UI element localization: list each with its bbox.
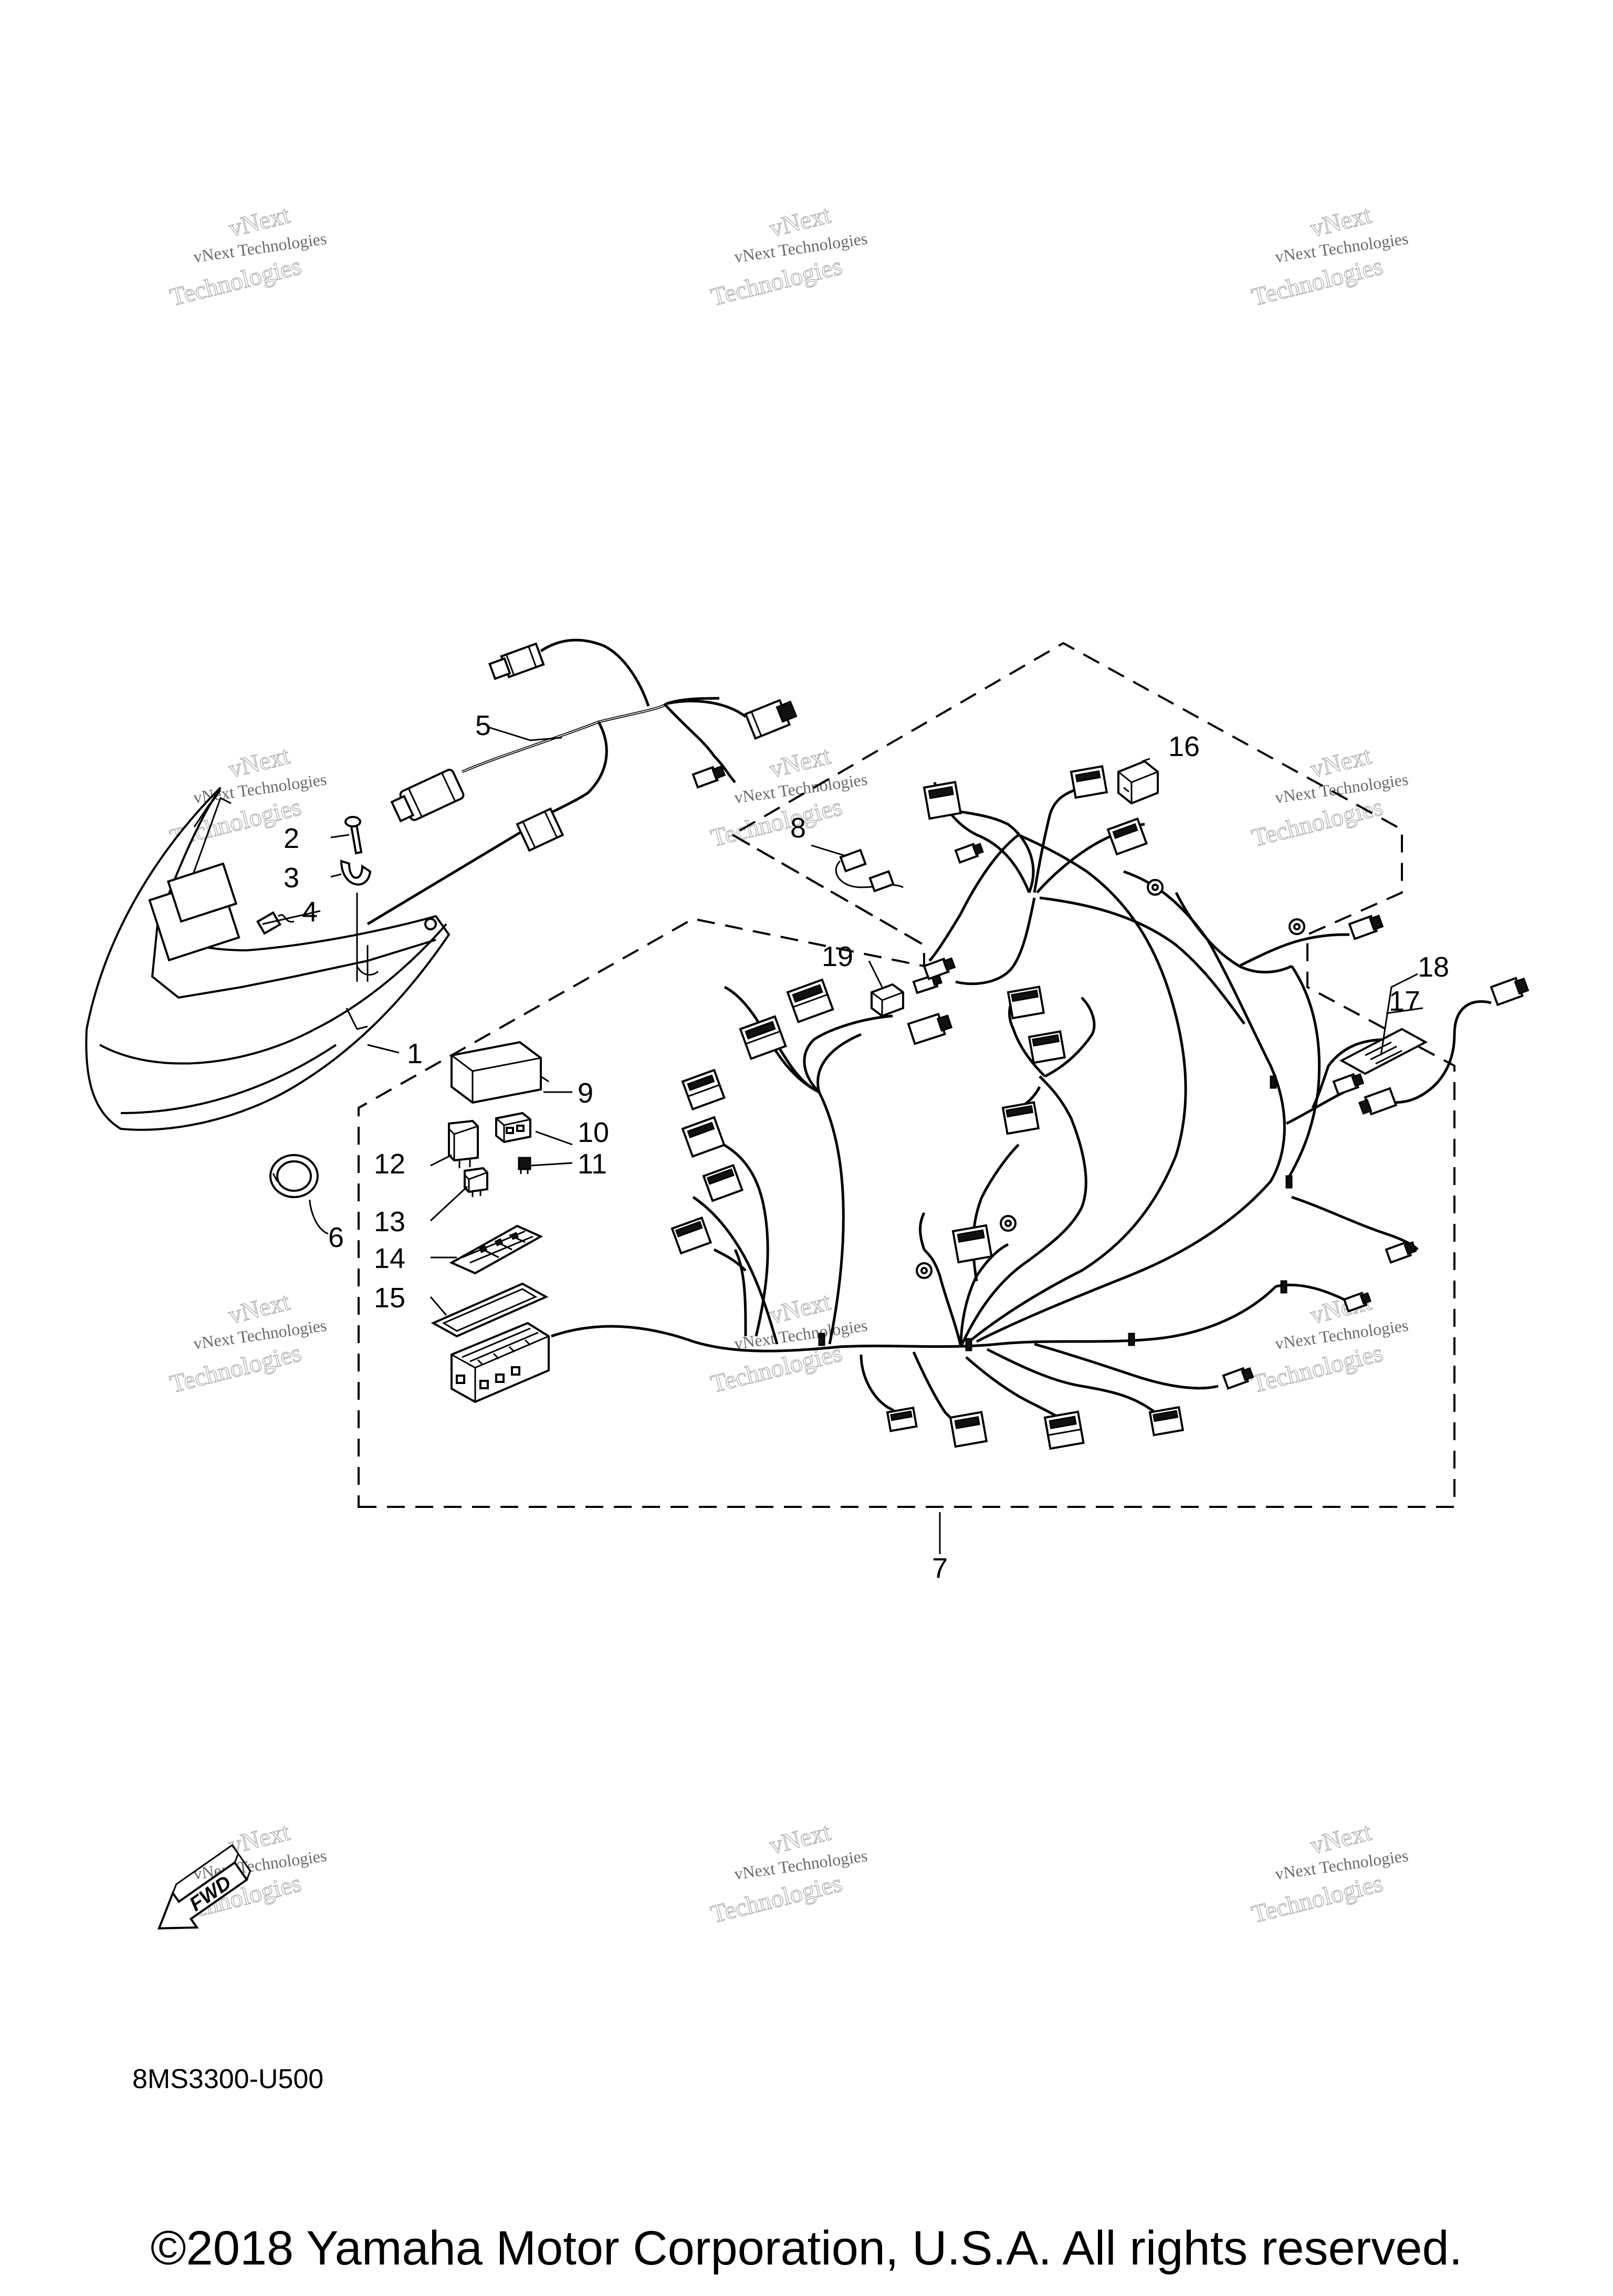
fuse-box-gasket	[431, 1282, 549, 1338]
sub-harness	[366, 638, 798, 926]
headlight-assembly	[85, 787, 451, 1131]
diagram-code: 8MS3300-U500	[132, 2064, 324, 2094]
watermark-text-large: Technologies	[1249, 1339, 1386, 1398]
callout-11: 11	[578, 1148, 607, 1180]
watermark-text-large: Technologies	[708, 252, 845, 311]
coupler	[1117, 760, 1159, 805]
callout-1: 1	[407, 1038, 423, 1070]
clamp	[340, 859, 372, 982]
caution-label	[1339, 1028, 1428, 1075]
callout-2: 2	[284, 823, 299, 854]
callout-6: 6	[328, 1222, 344, 1253]
group-outline-sub-harness	[732, 834, 925, 946]
test-coupler	[871, 983, 904, 1018]
watermark: Technologies vNext vNext Technologies	[708, 200, 869, 311]
watermark: Technologies vNext vNext Technologies	[167, 200, 328, 311]
watermark: Technologies vNext vNext Technologies	[708, 1817, 869, 1928]
watermark: Technologies vNext vNext Technologies	[1249, 1287, 1410, 1398]
watermark-group: Technologies vNext vNext Technologies Te…	[167, 200, 1410, 1928]
lead-wire	[1358, 977, 1530, 1116]
callout-13: 13	[374, 1206, 405, 1238]
relay-large	[448, 1119, 479, 1168]
callout-17: 17	[1389, 986, 1420, 1017]
bolt	[344, 816, 363, 855]
callout-15: 15	[374, 1282, 405, 1314]
small-connector	[256, 911, 295, 935]
callout-5: 5	[475, 710, 491, 741]
fuse-holder-plate	[449, 1224, 543, 1275]
callout-8: 8	[790, 812, 806, 844]
callout-18: 18	[1418, 951, 1449, 983]
watermark-text-large: Technologies	[1249, 1869, 1386, 1928]
joint-connector	[835, 848, 904, 893]
watermark-text-large: Technologies	[708, 1869, 845, 1928]
callout-19: 19	[822, 941, 853, 972]
relay-mini	[464, 1167, 488, 1197]
relay-small	[495, 1112, 531, 1144]
watermark-text-large: Technologies	[167, 252, 304, 311]
callout-10: 10	[578, 1117, 609, 1148]
callout-7: 7	[932, 1553, 948, 1584]
main-wire-harness	[551, 765, 1419, 1450]
watermark: Technologies vNext vNext Technologies	[708, 1287, 869, 1398]
fuse-box-lid	[451, 1041, 549, 1104]
grommet-ring	[269, 1154, 319, 1198]
callout-14: 14	[374, 1243, 405, 1274]
leader-lines	[262, 726, 1423, 1554]
callout-16: 16	[1168, 731, 1200, 762]
callout-4: 4	[302, 896, 318, 928]
group-outline-main-harness	[358, 642, 1455, 1508]
copyright-notice: ©2018 Yamaha Motor Corporation, U.S.A. A…	[150, 2221, 1463, 2275]
fuse-box-base	[451, 1322, 550, 1403]
callout-12: 12	[374, 1148, 405, 1180]
watermark-text-large: Technologies	[708, 793, 845, 852]
watermark-text-large: Technologies	[1249, 252, 1386, 311]
watermark: Technologies vNext vNext Technologies	[1249, 1817, 1410, 1928]
callout-9: 9	[578, 1077, 593, 1109]
fuse	[518, 1157, 531, 1174]
watermark-text-large: Technologies	[1249, 793, 1386, 852]
watermark-text-large: Technologies	[167, 1339, 304, 1398]
watermark: Technologies vNext vNext Technologies	[167, 1287, 328, 1398]
watermark: Technologies vNext vNext Technologies	[1249, 200, 1410, 311]
callout-labels: 1 2 3 4 5 6 7 8 9 10 11 12 13 14 15 16 1…	[284, 710, 1449, 1584]
callout-3: 3	[284, 862, 299, 894]
